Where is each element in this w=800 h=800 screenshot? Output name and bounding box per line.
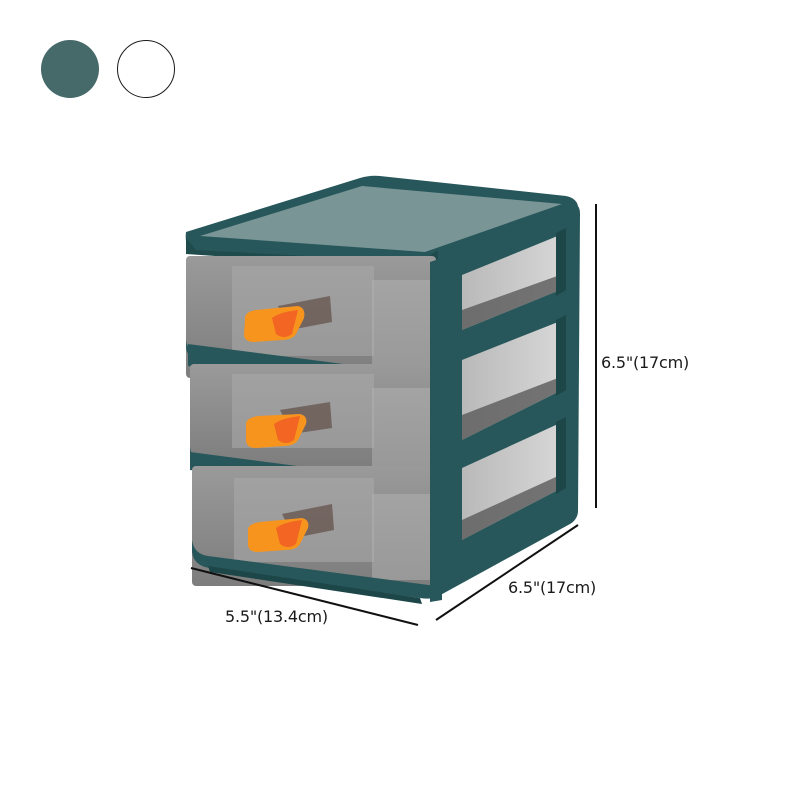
- color-swatch-white[interactable]: [117, 40, 175, 98]
- drawer-1[interactable]: [186, 256, 436, 390]
- depth-dimension-label: 6.5"(17cm): [508, 578, 597, 597]
- side-frame: [435, 204, 580, 598]
- color-swatch-teal[interactable]: [41, 40, 99, 98]
- base: [192, 540, 438, 599]
- height-dimension-label: 6.5"(17cm): [601, 353, 690, 372]
- width-dimension-line: [190, 567, 419, 626]
- drawer-3[interactable]: [190, 452, 436, 586]
- depth-dimension-line: [435, 524, 579, 621]
- width-dimension-label: 5.5"(13.4cm): [225, 607, 328, 626]
